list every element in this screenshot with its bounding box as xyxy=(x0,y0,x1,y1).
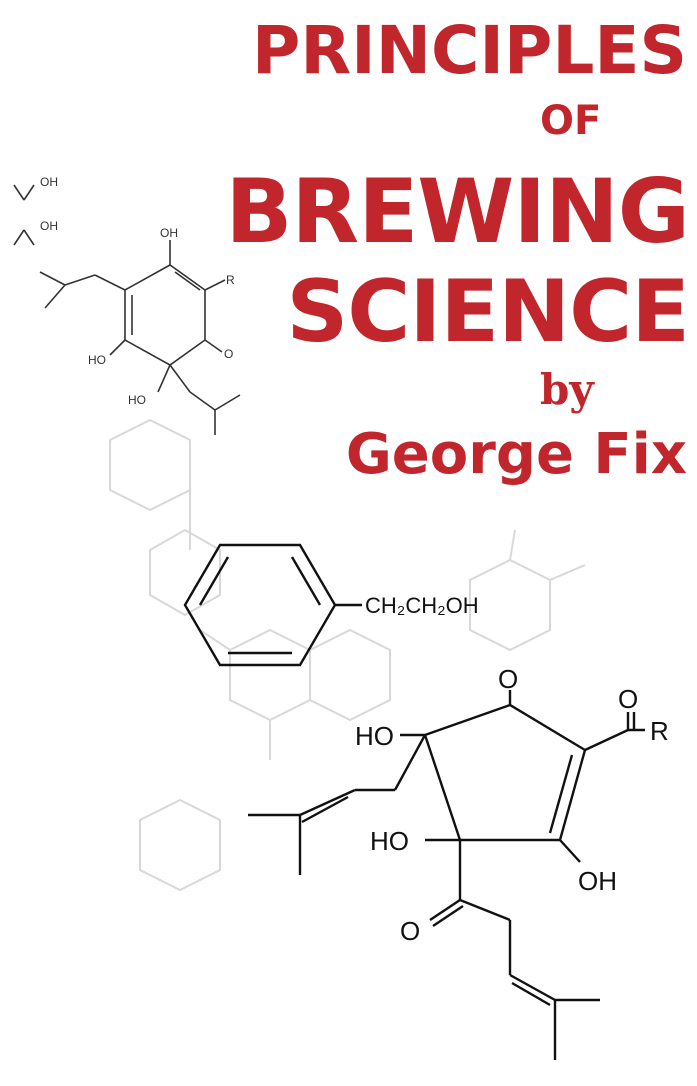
title-line-of: OF xyxy=(540,98,602,144)
label-oh-a: OH xyxy=(40,175,58,189)
hop-acid-structure-icon xyxy=(13,184,241,435)
label-ho-mid: HO xyxy=(370,826,409,856)
faint-flavonoid-icon xyxy=(109,418,586,892)
label-o-right: O xyxy=(618,684,638,714)
label-ho-bottom: HO xyxy=(128,393,146,407)
label-oh-top: OH xyxy=(160,226,178,240)
label-ho-top: HO xyxy=(355,721,394,751)
label-r-small: R xyxy=(226,273,235,287)
label-o-small: O xyxy=(224,347,233,361)
author-name: George Fix xyxy=(345,422,687,487)
byline: by xyxy=(540,365,594,414)
title-line-science: SCIENCE xyxy=(286,262,690,362)
label-oh-big: OH xyxy=(578,866,617,896)
iso-alpha-acid-structure-icon xyxy=(248,690,645,1060)
label-ho-left: HO xyxy=(88,353,106,367)
label-o-top: O xyxy=(498,664,518,694)
chain-label: CH₂CH₂OH xyxy=(365,593,479,618)
title-line-principles: PRINCIPLES xyxy=(251,12,687,89)
label-r-big: R xyxy=(650,716,669,746)
label-o-bottom: O xyxy=(400,916,420,946)
phenylethanol-structure-icon xyxy=(183,543,362,667)
label-oh-b: OH xyxy=(40,219,58,233)
title-line-brewing: BREWING xyxy=(225,160,690,263)
